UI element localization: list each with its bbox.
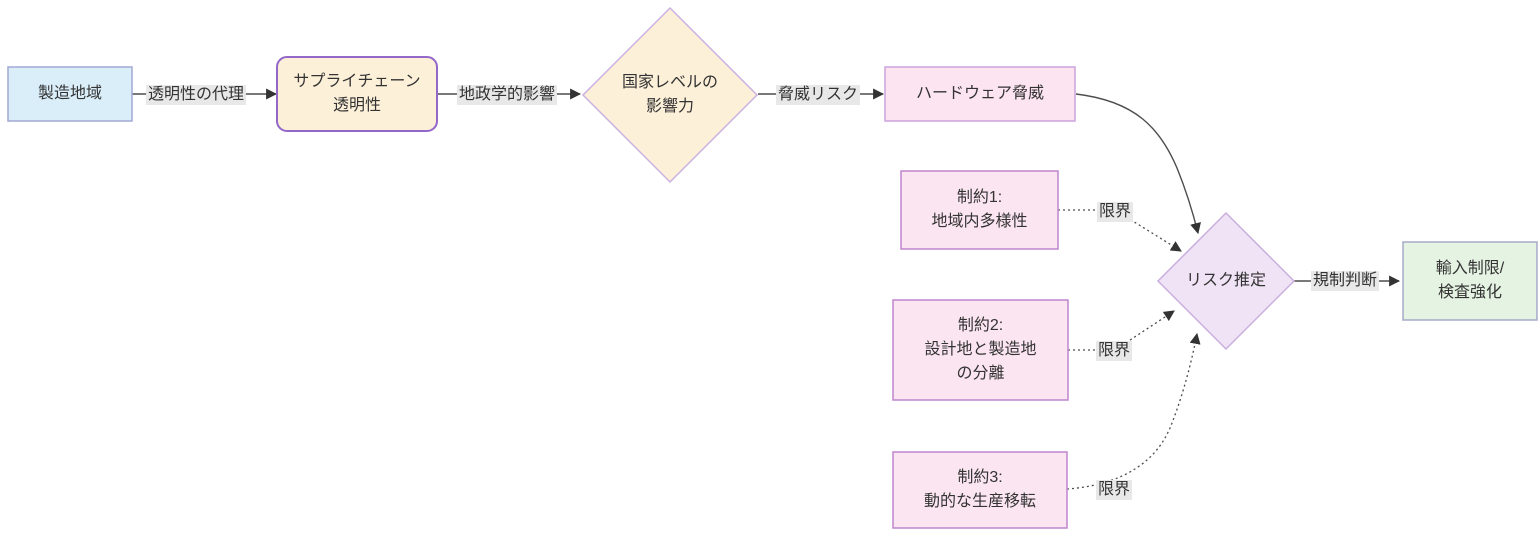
node-constraint-1 (900, 170, 1059, 250)
edge-limit-3 (1066, 332, 1201, 490)
node-manufacturing-region (7, 66, 133, 122)
node-supply-chain-transparency (276, 56, 438, 132)
node-hardware-threat (884, 66, 1076, 122)
node-national-influence (581, 6, 759, 184)
node-risk-estimation (1156, 211, 1296, 351)
edge-limit-1 (1058, 209, 1182, 252)
node-import-restriction (1402, 241, 1538, 321)
node-constraint-2 (892, 299, 1069, 401)
edge-limit-2 (1068, 310, 1175, 351)
node-constraint-3 (892, 451, 1068, 529)
edge-hardware-to-risk (1075, 93, 1201, 235)
